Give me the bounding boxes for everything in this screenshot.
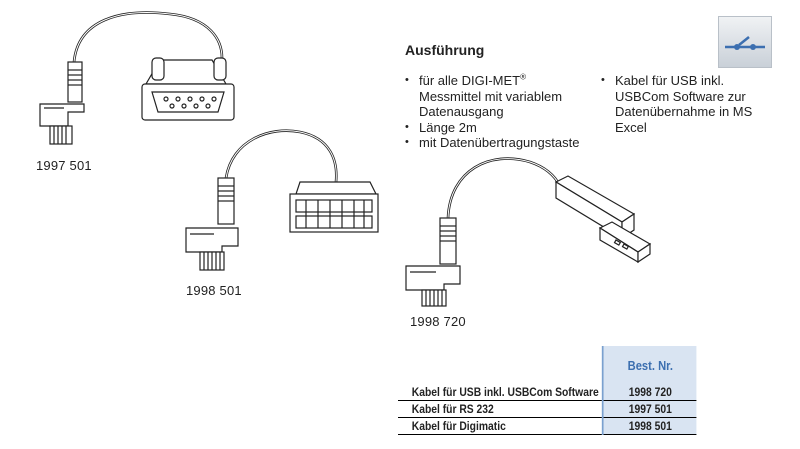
table-row: Kabel für RS 232 1997 501 <box>398 400 697 418</box>
features-list-left: für alle DIGI-MET® Messmittel mit variab… <box>405 73 595 151</box>
feature-item: Länge 2m <box>405 120 595 136</box>
part-number-1998-501: 1998 501 <box>186 283 242 298</box>
cable-1997-501-drawing <box>39 11 235 145</box>
features-heading: Ausführung <box>405 42 485 58</box>
order-number-header: Best. Nr. <box>602 346 697 384</box>
table-row: Kabel für USB inkl. USBCom Software 1998… <box>398 384 697 401</box>
product-name-cell: Kabel für RS 232 <box>398 400 604 418</box>
order-number-cell: 1997 501 <box>602 400 697 418</box>
product-name-cell: Kabel für Digimatic <box>398 417 604 435</box>
feature-text: mit Datenübertragungstaste <box>419 135 580 150</box>
feature-text-continued: Messmittel mit variablem Datenausgang <box>419 88 563 120</box>
feature-item: mit Datenübertragungstaste <box>405 135 595 151</box>
feature-text: Länge 2m <box>419 119 477 135</box>
data-transfer-logo-icon <box>718 16 772 68</box>
order-number-table: Best. Nr. Kabel für USB inkl. USBCom Sof… <box>398 346 697 435</box>
feature-text: Kabel für USB inkl. USBCom Software zur … <box>615 73 753 135</box>
cable-1998-720-drawing <box>405 157 652 307</box>
order-number-cell: 1998 720 <box>602 384 697 401</box>
table-header-blank <box>398 346 603 384</box>
order-number-cell: 1998 501 <box>602 417 697 435</box>
feature-text: für alle DIGI-MET <box>419 73 521 88</box>
part-number-1998-720: 1998 720 <box>410 314 466 329</box>
table-header-row: Best. Nr. <box>398 346 697 384</box>
features-list-right: Kabel für USB inkl. USBCom Software zur … <box>601 73 761 135</box>
table-row: Kabel für Digimatic 1998 501 <box>398 417 697 435</box>
feature-item: Kabel für USB inkl. USBCom Software zur … <box>601 73 761 135</box>
product-name-cell: Kabel für USB inkl. USBCom Software <box>398 384 604 401</box>
feature-item: für alle DIGI-MET® Messmittel mit variab… <box>405 73 595 120</box>
part-number-1997-501: 1997 501 <box>36 158 92 173</box>
cable-1998-501-drawing <box>185 129 379 271</box>
registered-mark: ® <box>520 72 527 82</box>
